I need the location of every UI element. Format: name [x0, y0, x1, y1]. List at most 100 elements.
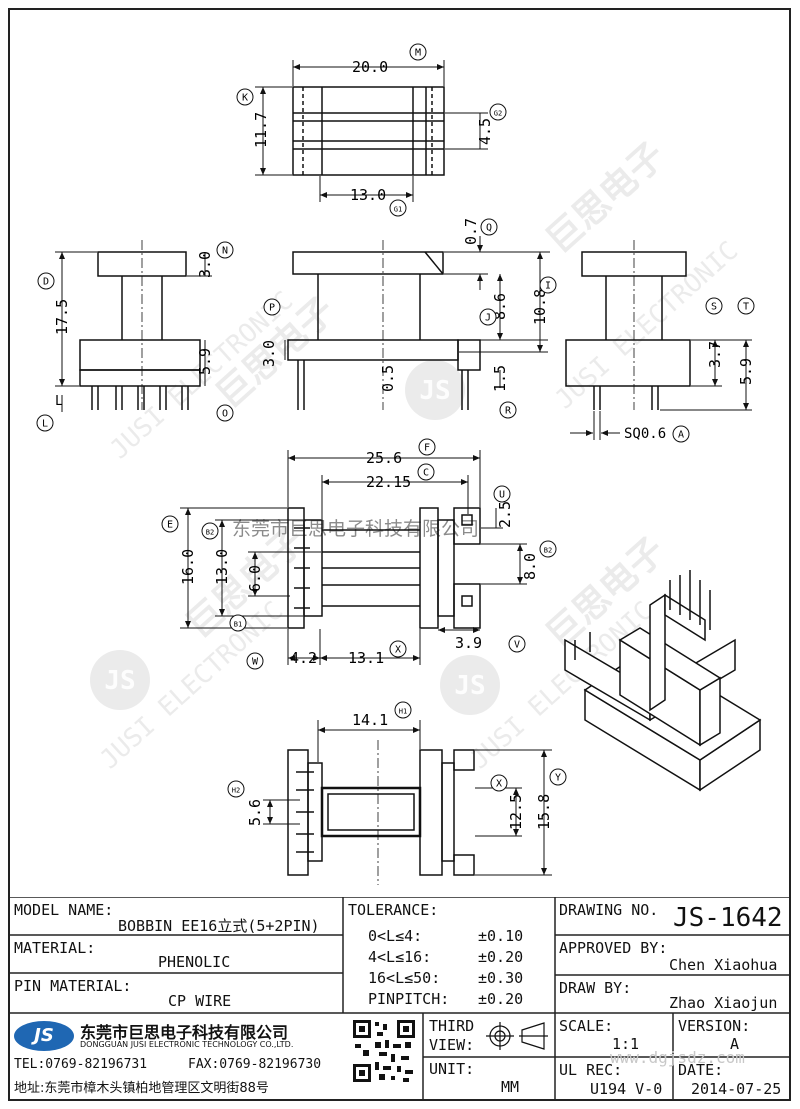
- dim-G2: 4.5: [476, 118, 494, 145]
- svg-text:B1: B1: [234, 621, 242, 629]
- dim-Q: 0.7: [462, 218, 480, 245]
- bottom-view: [287, 507, 481, 629]
- callout-c: C: [417, 463, 435, 481]
- tolerance-value: ±0.20: [478, 990, 524, 1008]
- svg-text:C: C: [423, 468, 429, 479]
- date-value: 2014-07-25: [691, 1080, 782, 1098]
- dim-X-section: 12.5: [507, 794, 525, 830]
- dim-D: 17.5: [53, 299, 71, 335]
- svg-text:H1: H1: [399, 708, 407, 716]
- front-center-view: [287, 240, 481, 410]
- company-address: 地址:东莞市樟木头镇柏地管理区文明街88号: [14, 1081, 269, 1096]
- drawing-area: 巨思电子 JUSI ELECTRONIC 巨思电子 JUSI ELECTRONI…: [36, 43, 762, 885]
- top-view-dimensions: [255, 60, 488, 202]
- svg-text:D: D: [43, 277, 49, 288]
- callout-q: Q: [480, 218, 498, 236]
- drawing-no-value: JS-1642: [673, 903, 783, 933]
- front-right-dimensions: [570, 339, 752, 440]
- svg-text:O: O: [222, 409, 228, 420]
- dim-G1: 13.0: [350, 186, 386, 204]
- dim-B2-left: 13.0: [213, 549, 231, 585]
- approved-by-value: Chen Xiaohua: [669, 956, 778, 974]
- dim-M: 20.0: [352, 58, 388, 76]
- svg-text:X: X: [395, 645, 401, 656]
- callout-e: E: [161, 515, 179, 533]
- tolerance-value: ±0.20: [478, 948, 524, 966]
- bottom-view-dimensions: [180, 450, 527, 665]
- watermark-logo-icon: [440, 655, 500, 715]
- dim-F: 25.6: [366, 449, 402, 467]
- svg-text:T: T: [743, 302, 749, 313]
- callout-x: X: [389, 640, 407, 658]
- material-value: PHENOLIC: [158, 953, 231, 971]
- dim-V: 3.9: [455, 634, 482, 652]
- dim-H2: 5.6: [246, 799, 264, 826]
- watermark-url-text: www.dgjsdz.com: [610, 1048, 745, 1067]
- pin-material-label: PIN MATERIAL:: [14, 977, 132, 995]
- svg-text:G1: G1: [394, 206, 402, 214]
- callout-r: R: [499, 401, 517, 419]
- tolerance-range: 0<L≤4:: [368, 927, 423, 945]
- tolerance-value: ±0.10: [478, 927, 524, 945]
- dim-T: 5.9: [737, 358, 755, 385]
- title-block-grid: [8, 897, 791, 1101]
- drawing-no-label: DRAWING NO.: [559, 901, 659, 919]
- callout-t: T: [737, 297, 755, 315]
- dim-N: 3.0: [196, 251, 214, 278]
- dim-B2-right: 8.0: [521, 553, 539, 580]
- callout-d: D: [37, 272, 55, 290]
- svg-text:M: M: [415, 48, 421, 59]
- dim-R: 1.5: [491, 365, 509, 392]
- pin-material-value: CP WIRE: [168, 992, 232, 1010]
- dim-S: 3.7: [706, 341, 724, 368]
- callout-g1: G1: [389, 199, 407, 217]
- callout-m: M: [409, 43, 427, 61]
- svg-text:K: K: [242, 93, 248, 104]
- dim-I: 10.8: [531, 289, 549, 325]
- watermark-company-overlay: 东莞市巨思电子科技有限公司: [232, 518, 479, 540]
- unit-label: UNIT:: [429, 1060, 475, 1078]
- callout-u: U: [493, 485, 511, 503]
- svg-text:E: E: [167, 520, 173, 531]
- date-label: DATE:: [678, 1061, 724, 1079]
- callout-b1: B1: [229, 614, 247, 632]
- svg-text:H2: H2: [232, 787, 240, 795]
- callout-p: P: [263, 298, 281, 316]
- callout-v: V: [508, 635, 526, 653]
- dim-B1: 6.0: [246, 565, 264, 592]
- third-view-label-2: VIEW:: [429, 1036, 475, 1054]
- callout-x: X: [490, 774, 508, 792]
- dim-O: 5.9: [196, 348, 214, 375]
- watermark-logo-icon: [405, 360, 465, 420]
- dim-E: 16.0: [179, 549, 197, 585]
- callout-y: Y: [549, 768, 567, 786]
- front-right-view: [565, 240, 691, 410]
- callout-h1: H1: [394, 701, 412, 719]
- isometric-view: [564, 570, 762, 792]
- callout-h2: H2: [227, 780, 245, 798]
- tolerance-range: 4<L≤16:: [368, 948, 432, 966]
- section-dimensions: [263, 720, 552, 876]
- company-logo: JS: [14, 1021, 74, 1051]
- unit-value: MM: [501, 1078, 520, 1096]
- tolerance-range: 16<L≤50:: [368, 969, 441, 987]
- callout-w: W: [246, 652, 264, 670]
- callout-f: F: [418, 438, 436, 456]
- callout-a: A: [672, 425, 690, 443]
- svg-text:N: N: [222, 246, 228, 257]
- dim-gap: 0.5: [379, 365, 397, 392]
- dim-L: L: [55, 394, 63, 409]
- company-fax: FAX:0769-82196730: [188, 1057, 322, 1072]
- svg-text:W: W: [252, 657, 259, 668]
- qr-code-icon: [351, 1018, 417, 1084]
- svg-text:L: L: [42, 419, 48, 430]
- watermark-logo-icon: [90, 650, 150, 710]
- svg-text:U: U: [499, 490, 505, 501]
- callout-k: K: [236, 88, 254, 106]
- tolerance-label: TOLERANCE:: [348, 901, 439, 919]
- dim-U: 2.5: [496, 501, 514, 528]
- company-tel: TEL:0769-82196731: [14, 1057, 148, 1072]
- callout-o: O: [216, 404, 234, 422]
- callout-b2: B2: [539, 540, 557, 558]
